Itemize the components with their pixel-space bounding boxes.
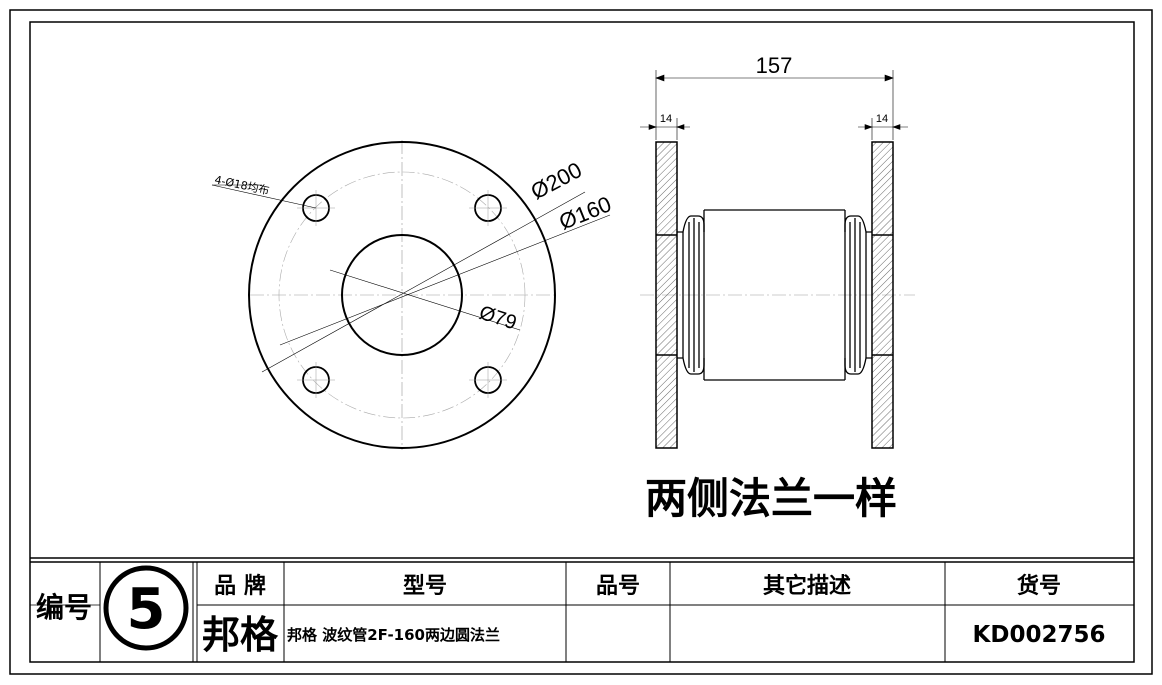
- value-model: 邦格 波纹管2F-160两边圆法兰: [287, 626, 500, 644]
- header-model: 型号: [403, 574, 447, 599]
- note-bolt-holes: 4-Ø18均布: [213, 173, 270, 197]
- dim-bore-diameter: Ø79: [476, 302, 519, 335]
- drawing-caption: 两侧法兰一样: [645, 474, 897, 523]
- flange-front-view: [211, 140, 611, 450]
- number-label: 编号: [36, 591, 92, 624]
- bellows-body: [677, 209, 872, 381]
- number-value: 5: [127, 577, 166, 642]
- value-goods-no: KD002756: [973, 622, 1106, 648]
- header-brand: 品 牌: [214, 573, 266, 599]
- header-goods-no: 货号: [1017, 573, 1061, 599]
- bore-circle: [341, 234, 463, 356]
- number-badge: [103, 565, 189, 651]
- dim-total-length: 157: [756, 53, 793, 78]
- dim-right-flange-thickness: 14: [876, 113, 888, 125]
- inner-border: [29, 21, 1135, 663]
- dim-pitch-diameter: Ø160: [556, 191, 615, 234]
- left-flange: [655, 141, 678, 449]
- value-brand: 邦格: [202, 613, 279, 657]
- flange-outer-circle: [248, 141, 556, 449]
- bolt-circle: [278, 171, 526, 419]
- title-block: [30, 557, 1134, 662]
- header-item-no: 品号: [596, 574, 640, 599]
- dim-left-flange-thickness: 14: [660, 113, 672, 125]
- header-description: 其它描述: [763, 573, 851, 599]
- outer-border: [9, 9, 1153, 675]
- bolt-holes: [297, 190, 507, 398]
- flange-side-view: [640, 70, 915, 449]
- side-dimensions: [640, 70, 908, 140]
- right-flange: [871, 141, 894, 449]
- dim-outer-diameter: Ø200: [527, 157, 586, 204]
